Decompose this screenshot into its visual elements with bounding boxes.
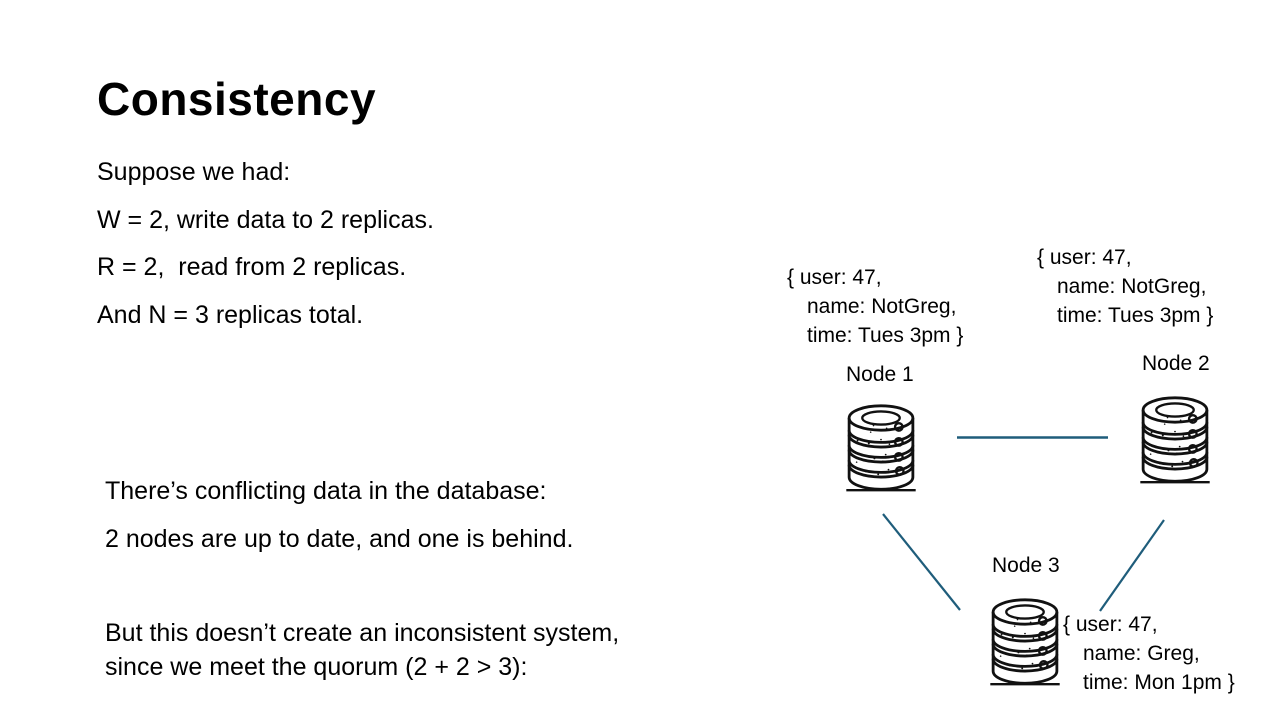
link-node2-node3	[1099, 519, 1165, 612]
node3-record: { user: 47, name: Greg, time: Mon 1pm }	[1063, 610, 1235, 697]
record-line: time: Mon 1pm }	[1083, 671, 1235, 694]
quorum-line: since we meet the quorum (2 + 2 > 3):	[105, 653, 528, 681]
record-line: name: NotGreg,	[1057, 275, 1207, 298]
slide-title: Consistency	[97, 73, 377, 125]
node2-caption: Node 2	[1142, 352, 1210, 375]
intro-line: W = 2, write data to 2 replicas.	[97, 205, 434, 234]
intro-line: And N = 3 replicas total.	[97, 300, 364, 329]
database-icon-node3	[989, 598, 1061, 686]
record-line: { user: 47,	[1063, 613, 1158, 636]
record-line: time: Tues 3pm }	[807, 324, 964, 347]
record-line: { user: 47,	[787, 266, 882, 289]
intro-line: Suppose we had:	[97, 158, 291, 186]
conflict-line: 2 nodes are up to date, and one is behin…	[105, 524, 574, 553]
conflict-text-block: There’s conflicting data in the database…	[105, 468, 573, 563]
link-node1-node3	[882, 513, 961, 611]
node2-record: { user: 47, name: NotGreg, time: Tues 3p…	[1037, 243, 1213, 330]
record-line: name: Greg,	[1083, 642, 1200, 665]
quorum-line: But this doesn’t create an inconsistent …	[105, 619, 620, 647]
intro-line: R = 2, read from 2 replicas.	[97, 253, 407, 281]
node1-caption: Node 1	[846, 363, 914, 386]
node3-caption: Node 3	[992, 554, 1060, 577]
quorum-text-block: But this doesn’t create an inconsistent …	[105, 616, 619, 684]
record-line: name: NotGreg,	[807, 295, 957, 318]
record-line: { user: 47,	[1037, 246, 1132, 269]
node1-record: { user: 47, name: NotGreg, time: Tues 3p…	[787, 263, 963, 350]
database-icon-node2	[1139, 396, 1211, 484]
record-line: time: Tues 3pm }	[1057, 304, 1214, 327]
intro-text-block: Suppose we had: W = 2, write data to 2 r…	[97, 149, 434, 339]
database-icon-node1	[845, 404, 917, 492]
conflict-line: There’s conflicting data in the database…	[105, 477, 547, 505]
